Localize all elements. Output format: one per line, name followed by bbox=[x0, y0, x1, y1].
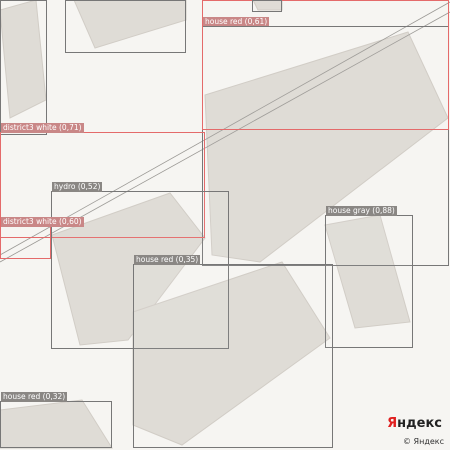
detection-label: district3 white (0,60) bbox=[1, 217, 84, 227]
detection-label: house red (0,32) bbox=[1, 392, 68, 402]
detection-box: district3 white (0,71) bbox=[0, 123, 205, 238]
detection-label: house gray (0,88) bbox=[326, 206, 397, 216]
detection-label: house red (0,61) bbox=[203, 17, 270, 27]
detection-box: house red (0,32) bbox=[0, 392, 112, 448]
copyright-link[interactable]: © Яндекс bbox=[402, 437, 444, 446]
logo-rest: ндекс bbox=[397, 416, 442, 431]
detection-box bbox=[0, 0, 47, 135]
building-footprint bbox=[73, 0, 187, 49]
building-footprint bbox=[0, 399, 113, 449]
detection-box: house red (0,35) bbox=[133, 255, 333, 448]
building-footprint bbox=[204, 31, 449, 263]
detection-box bbox=[252, 0, 282, 12]
road-line bbox=[0, 1, 450, 256]
detection-box: district3 white (0,60) bbox=[0, 217, 84, 259]
logo-first-letter: Я bbox=[387, 416, 398, 431]
detection-label: district3 white (0,71) bbox=[1, 123, 84, 133]
building-footprint bbox=[252, 0, 283, 11]
detection-box bbox=[202, 0, 449, 130]
building-footprint bbox=[324, 214, 411, 329]
detection-box: house gray (0,88) bbox=[325, 206, 413, 348]
building-footprint bbox=[51, 192, 206, 346]
detection-label: hydro (0,52) bbox=[52, 182, 103, 192]
detection-label: house red (0,35) bbox=[134, 255, 201, 265]
yandex-logo[interactable]: Яндекс bbox=[387, 416, 442, 431]
detection-box bbox=[65, 0, 186, 53]
